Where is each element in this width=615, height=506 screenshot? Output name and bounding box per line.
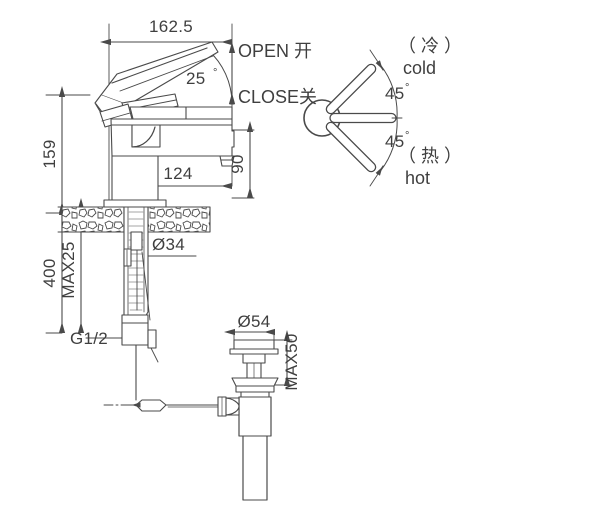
faucet-cartridge-cap (129, 106, 233, 120)
lever-cold (323, 61, 379, 117)
dimension-label-overall-length: 162.5 (149, 17, 193, 36)
angle-lever-tilt (207, 49, 235, 105)
drain-pop-up-cap (229, 339, 279, 355)
label-hot-en: hot (405, 168, 430, 188)
lever-neutral (329, 112, 397, 124)
svg-text:45: 45 (385, 132, 405, 151)
faucet-spout (131, 124, 161, 148)
faucet-aerator-outlet (219, 155, 235, 167)
angle-label-rotate-cold: 45 ° (385, 82, 409, 103)
faucet-base-flange (103, 199, 167, 208)
mounting-nut (123, 231, 143, 267)
dimension-label-hose-length: 400 (40, 258, 59, 287)
drain-body (217, 396, 272, 437)
svg-text:45: 45 (385, 84, 405, 103)
degree-symbol-rotate-cold: ° (405, 82, 409, 94)
rotation-view (303, 49, 403, 187)
svg-text:25: 25 (186, 69, 206, 88)
angle-label-lever-tilt: 25 ° (186, 67, 217, 88)
drain-stem (242, 353, 266, 379)
degree-symbol-rotate-hot: ° (405, 130, 409, 142)
dimension-label-overall-height: 159 (40, 139, 59, 168)
supply-hose (136, 249, 151, 321)
label-cold-en: cold (403, 58, 436, 78)
label-cold-cn: （ 冷 ） (398, 36, 462, 56)
inlet-fitting (121, 314, 159, 401)
degree-symbol-lever-tilt: ° (213, 67, 217, 79)
dimension-label-spout-height: 90 (228, 154, 247, 174)
dimension-label-inlet-thread: G1/2 (70, 329, 108, 348)
dimension-label-shank-diameter: Ø34 (152, 235, 185, 254)
label-open: OPEN 开 (238, 41, 312, 61)
label-close: CLOSE关 (238, 87, 317, 107)
dimension-label-spout-reach: 124 (163, 164, 192, 183)
faucet-column (109, 155, 161, 208)
faucet-body (110, 118, 235, 157)
dimension-label-counter-thickness: MAX25 (59, 241, 78, 298)
angle-label-rotate-hot: 45 ° (385, 130, 409, 151)
lever-hot (323, 119, 379, 175)
drain-tailpiece (242, 435, 268, 501)
dimension-label-drain-flange: Ø54 (237, 312, 270, 331)
lift-rod-assembly (103, 399, 225, 412)
label-hot-cn: （ 热 ） (398, 146, 462, 166)
dimension-label-drain-max-thickness: MAX50 (282, 333, 301, 390)
drain-gasket-stack (231, 377, 279, 398)
faucet-threaded-shank (123, 206, 149, 331)
